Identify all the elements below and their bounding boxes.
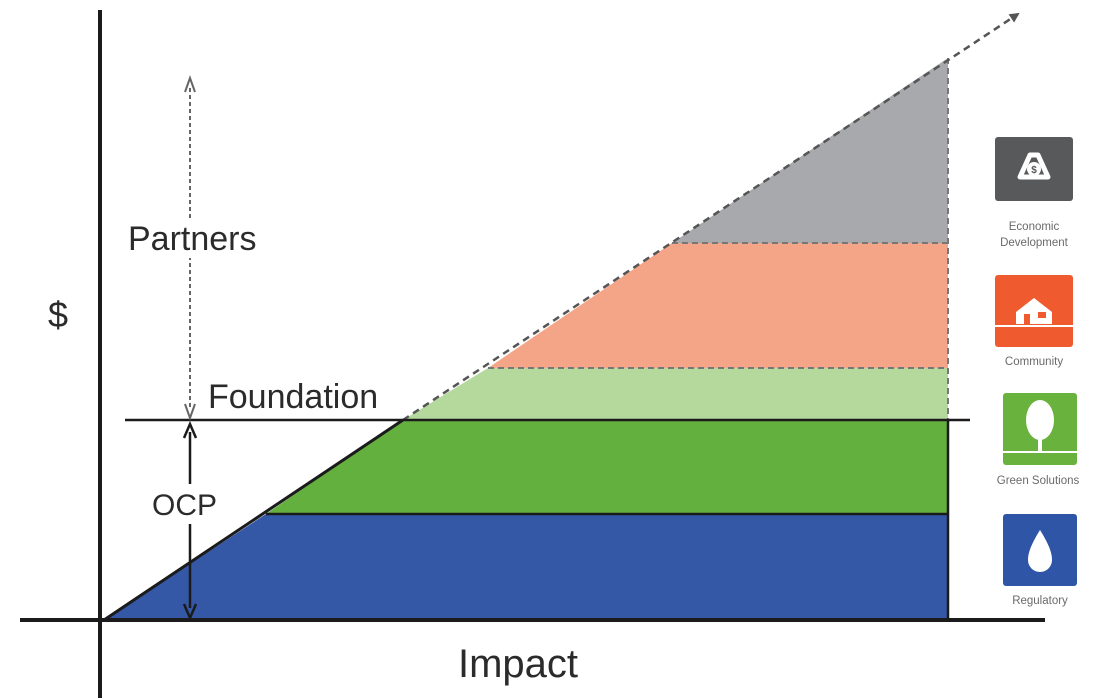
band-regulatory [104, 514, 948, 620]
legend-green-solutions-label: Green Solutions [997, 475, 1080, 487]
legend-community: Community [995, 275, 1073, 368]
house-icon [995, 298, 1073, 327]
svg-text:$: $ [1031, 165, 1037, 176]
x-axis-label: Impact [458, 642, 578, 686]
foundation-label: Foundation [208, 378, 378, 416]
band-economic-development [672, 58, 948, 243]
band-green-partners [403, 368, 948, 420]
partners-label: Partners [128, 220, 257, 258]
band-green-solutions [266, 420, 948, 514]
legend-economic-development: $ Economic Development [995, 137, 1073, 249]
ocp-label: OCP [152, 489, 217, 522]
water-drop-icon [1028, 530, 1052, 572]
trend-line-dashed [402, 12, 1020, 422]
partners-arrow-head-up [184, 75, 196, 93]
ocp-label-bg [150, 484, 234, 524]
y-axis-label: $ [48, 294, 68, 335]
legend-economic-development-line-1: Economic [1009, 221, 1060, 233]
partners-label-bg [126, 218, 268, 258]
ocp-arrow-head-up [182, 420, 198, 439]
partners-arrow-head-down [184, 403, 196, 421]
trend-line-solid [103, 418, 404, 622]
legend-green-solutions: Green Solutions [997, 393, 1080, 487]
legend-economic-development-line-2: Development [1000, 237, 1069, 249]
legend-regulatory-label: Regulatory [1012, 595, 1068, 607]
recycle-dollar-icon: $ [1017, 152, 1051, 180]
band-community [488, 243, 948, 368]
ocp-arrow-head-down [182, 603, 198, 622]
legend-community-label: Community [1005, 356, 1063, 368]
tree-icon [1003, 400, 1077, 453]
legend-regulatory: Regulatory [1003, 514, 1077, 607]
